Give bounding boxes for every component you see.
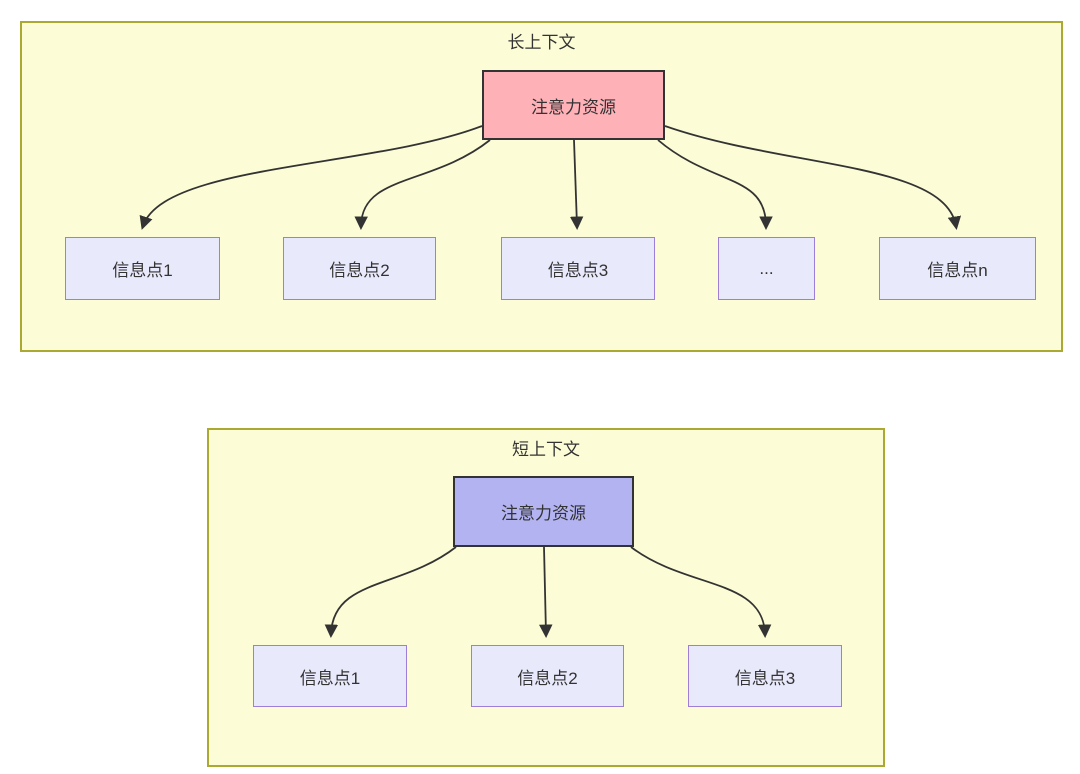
info-node-label: ... — [759, 258, 774, 278]
info-node: 信息点3 — [688, 645, 842, 707]
attention-node-label: 注意力资源 — [531, 97, 616, 117]
info-node-ellipsis: ... — [718, 237, 815, 300]
attention-node-label: 注意力资源 — [501, 504, 586, 523]
attention-node-long: 注意力资源 — [482, 70, 665, 140]
info-node: 信息点1 — [65, 237, 220, 300]
info-node-label: 信息点3 — [547, 261, 609, 280]
short-context-title: 短上下文 — [512, 440, 580, 459]
info-node-label: 信息点2 — [517, 668, 578, 688]
info-node: 信息点2 — [471, 645, 624, 707]
info-node-label: 信息点1 — [299, 668, 361, 688]
info-node: 信息点n — [879, 237, 1036, 300]
info-node: 信息点1 — [253, 645, 407, 707]
info-node-label: 信息点n — [927, 261, 988, 280]
info-node-label: 信息点3 — [734, 668, 796, 688]
info-node: 信息点2 — [283, 237, 436, 300]
long-context-title: 长上下文 — [507, 33, 576, 52]
info-node-label: 信息点1 — [112, 261, 173, 280]
info-node-label: 信息点2 — [329, 261, 390, 280]
attention-node-short: 注意力资源 — [453, 476, 634, 547]
info-node: 信息点3 — [501, 237, 655, 300]
